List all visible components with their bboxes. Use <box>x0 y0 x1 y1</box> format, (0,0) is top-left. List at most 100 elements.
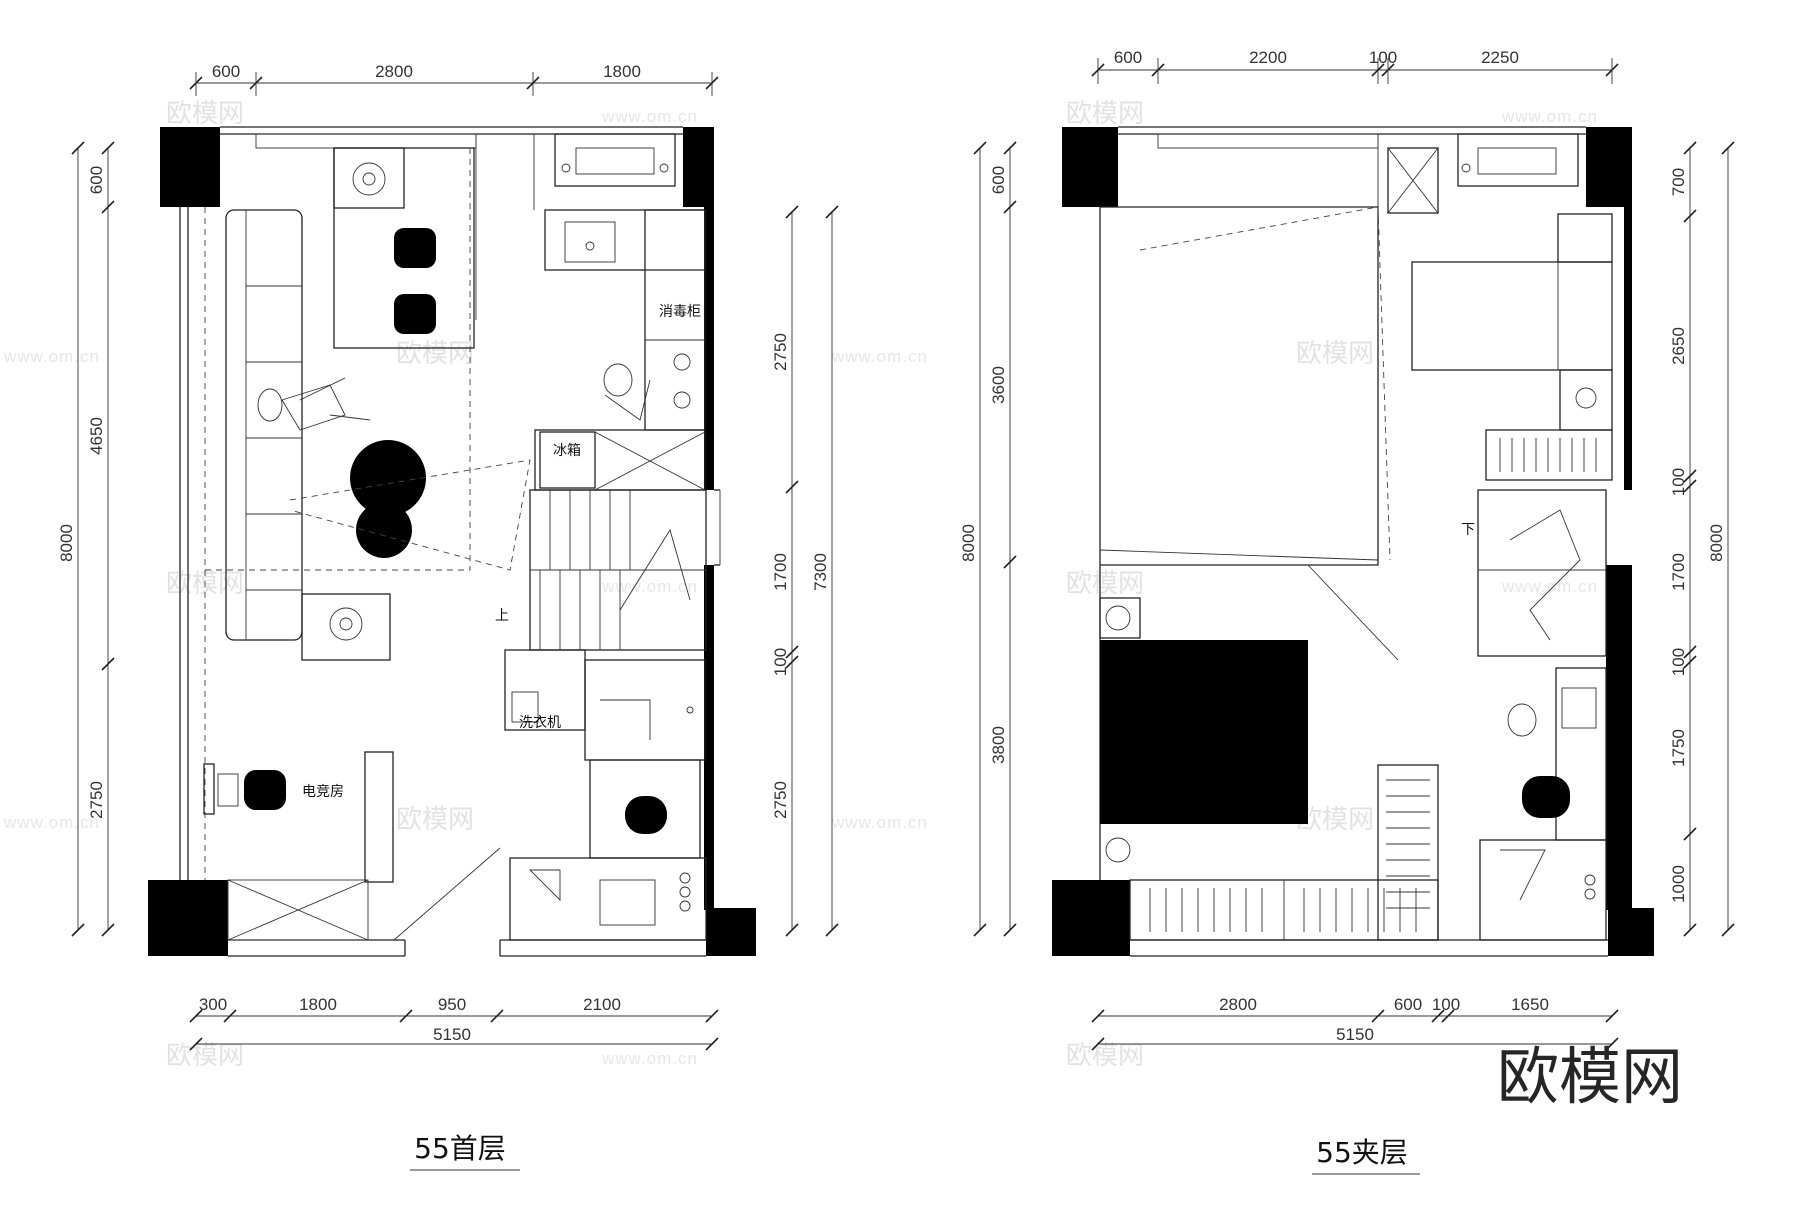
coffee-table <box>289 440 531 571</box>
label-stair-up: 上 <box>495 608 509 624</box>
dim-label: 100 <box>1369 48 1397 67</box>
dim-label: 100 <box>1432 995 1460 1014</box>
sofa <box>225 209 303 641</box>
watermark-text: 欧模网 <box>396 805 474 835</box>
dining-table <box>333 147 475 349</box>
dim-label: 7300 <box>811 553 830 591</box>
mezz-wardrobe-top <box>1485 429 1613 481</box>
dim-label: 2250 <box>1481 48 1519 67</box>
dim-label: 300 <box>199 995 227 1014</box>
dim-label: 3600 <box>989 366 1008 404</box>
dim-label: 2800 <box>1219 995 1257 1014</box>
dim-label: 3800 <box>989 726 1008 764</box>
dim-label: 1700 <box>1669 553 1688 591</box>
dim-label: 1800 <box>299 995 337 1014</box>
mezz-wardrobe-bottom <box>1129 879 1439 941</box>
watermark-url: www.om.cn <box>601 1049 698 1068</box>
ground-top-dimensions: 600 2800 1800 <box>189 62 719 96</box>
ground-dashed-lines <box>204 148 471 880</box>
label-disinfection-cabinet: 消毒柜 <box>659 304 701 320</box>
mezz-void <box>1099 206 1391 566</box>
dim-label: 8000 <box>57 524 76 562</box>
ground-top-window <box>255 133 535 320</box>
dim-label: 1700 <box>771 553 790 591</box>
watermark-text: 欧模网 <box>396 339 474 369</box>
dim-label: 600 <box>87 166 106 194</box>
mezz-bath <box>1479 667 1607 941</box>
watermark-text: 欧模网 <box>166 99 244 129</box>
mezz-bottom-dimensions: 2800 600 100 1650 5150 <box>1091 995 1619 1051</box>
dim-label: 2650 <box>1669 327 1688 365</box>
dim-label: 700 <box>1669 168 1688 196</box>
staircase: 上 <box>495 489 707 651</box>
mezzanine-plan: 600 2200 100 2250 600 3600 3800 8000 <box>959 48 1735 1175</box>
mezz-bed-room <box>1411 213 1613 431</box>
dim-label: 2750 <box>771 781 790 819</box>
ground-left-dimensions: 600 4650 2750 8000 <box>57 141 115 937</box>
watermark-text: 欧模网 <box>166 1041 244 1071</box>
dim-label: 4650 <box>87 417 106 455</box>
dim-label: 1000 <box>1669 865 1688 903</box>
dim-label: 8000 <box>959 524 978 562</box>
washer: 洗衣机 <box>504 649 586 731</box>
brand-logo: 欧模网 <box>1497 1040 1683 1113</box>
ground-right-dimensions: 2750 1700 100 2750 7300 <box>771 205 839 937</box>
watermark-text: 欧模网 <box>1066 99 1144 129</box>
dim-label: 5150 <box>1336 1025 1374 1044</box>
mezz-wardrobe-left <box>1377 764 1439 941</box>
watermark-text: 欧模网 <box>1066 1041 1144 1071</box>
esports-room: 电竞房 <box>203 751 501 941</box>
dim-label: 100 <box>1669 468 1688 496</box>
dim-label: 2750 <box>771 333 790 371</box>
mezz-staircase: 下 <box>1461 489 1607 657</box>
kitchen: 消毒柜 <box>544 133 706 431</box>
label-fridge: 冰箱 <box>553 443 581 459</box>
dim-label: 5150 <box>433 1025 471 1044</box>
dim-label: 600 <box>1394 995 1422 1014</box>
dim-label: 8000 <box>1707 524 1726 562</box>
label-washer: 洗衣机 <box>519 715 561 731</box>
fridge: 冰箱 <box>534 429 706 491</box>
mezz-top-window <box>1157 133 1579 215</box>
dim-label: 100 <box>771 648 790 676</box>
ground-floor-plan: 600 2800 1800 600 4650 2750 8000 <box>57 62 839 1171</box>
mezz-right-dimensions: 700 2650 100 1700 100 1750 1000 8000 <box>1669 141 1735 937</box>
dim-label: 1800 <box>603 62 641 81</box>
dim-label: 1650 <box>1511 995 1549 1014</box>
plan-title-mezzanine: 55夹层 <box>1316 1136 1408 1169</box>
mezz-top-dimensions: 600 2200 100 2250 <box>1091 48 1619 84</box>
watermark-text: 欧模网 <box>1296 339 1374 369</box>
watermark-text: 欧模网 <box>1296 805 1374 835</box>
ground-bottom-dimensions: 300 1800 950 2100 5150 <box>189 995 719 1051</box>
mezz-walls <box>1052 126 1654 957</box>
watermark-text: 欧模网 <box>1066 569 1144 599</box>
watermark-url: www.om.cn <box>1501 577 1598 596</box>
bathroom <box>509 659 707 941</box>
dim-label: 600 <box>1114 48 1142 67</box>
dim-label: 100 <box>1669 648 1688 676</box>
dim-label: 600 <box>212 62 240 81</box>
label-stair-down: 下 <box>1461 522 1475 538</box>
dim-label: 1750 <box>1669 729 1688 767</box>
watermark-url: www.om.cn <box>831 347 928 366</box>
mezz-left-dimensions: 600 3600 3800 8000 <box>959 141 1017 937</box>
dim-label: 600 <box>989 166 1008 194</box>
dim-label: 2200 <box>1249 48 1287 67</box>
watermark-url: www.om.cn <box>3 347 100 366</box>
watermark-url: www.om.cn <box>831 813 928 832</box>
ground-walls <box>148 126 756 957</box>
side-cabinet <box>301 593 391 661</box>
watermark-url: www.om.cn <box>601 107 698 126</box>
watermark-url: www.om.cn <box>1501 107 1598 126</box>
dim-label: 2800 <box>375 62 413 81</box>
dim-label: 950 <box>438 995 466 1014</box>
dim-label: 2100 <box>583 995 621 1014</box>
label-esports-room: 电竞房 <box>302 783 344 800</box>
mezz-bedroom <box>1099 564 1399 863</box>
person-figure <box>257 377 371 431</box>
dim-label: 2750 <box>87 781 106 819</box>
watermark-url: www.om.cn <box>601 577 698 596</box>
watermark-layer: 欧模网 www.om.cn 欧模网 www.om.cn 欧模网 www.om.c… <box>3 99 1598 1071</box>
watermark-url: www.om.cn <box>3 813 100 832</box>
